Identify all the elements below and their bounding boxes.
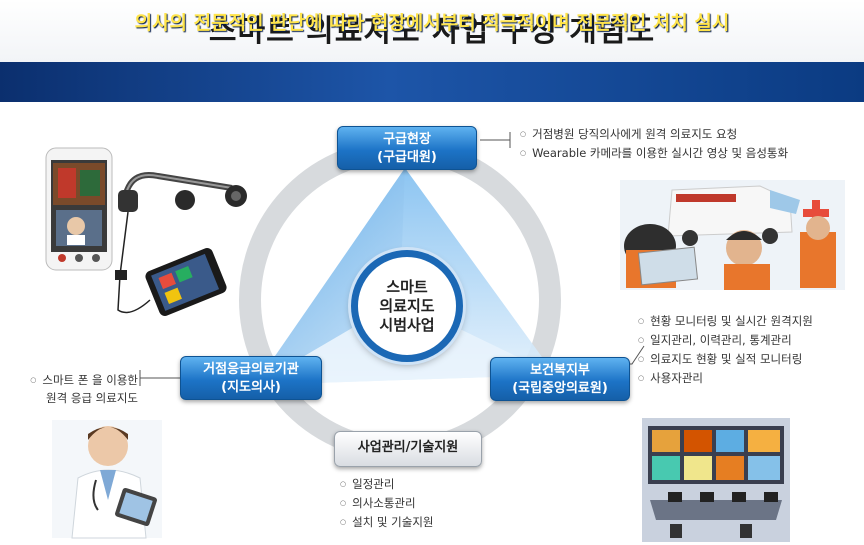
top-bullets: 거점병원 당직의사에게 원격 의료지도 요청 Wearable 카메라를 이용한… [520,125,788,163]
top-bullet-2: Wearable 카메라를 이용한 실시간 영상 및 음성통화 [520,144,788,163]
top-bullet-1: 거점병원 당직의사에게 원격 의료지도 요청 [520,125,788,144]
node-project-management: 사업관리/기술지원 [334,431,482,467]
center-line-2: 의료지도 [379,296,435,315]
node-ministry-title: 보건복지부 [530,363,590,378]
left-note-line-1: ○스마트 폰 을 이용한 [30,373,138,387]
wearable-camera-illustration [115,172,247,314]
right-bullet-1: 현황 모니터링 및 실시간 원격지원 [638,312,813,331]
triangle-left-facet [255,168,405,385]
center-circle: 스마트 의료지도 시범사업 [351,250,463,362]
smartphone-illustration [45,147,113,271]
right-bullet-3: 의료지도 현황 및 실적 모니터링 [638,350,813,369]
control-room-illustration [642,418,790,542]
node-base-hospital-title: 거점응급의료기관 [203,362,299,377]
node-emergency-site-sub: (구급대원) [377,150,437,165]
ambulance-illustration [620,180,845,290]
title-bar [0,0,864,62]
center-line-3: 시범사업 [379,315,435,334]
node-ministry-sub: (국립중앙의료원) [512,381,608,396]
doctor-illustration [52,420,162,539]
bottom-bullet-1: 일정관리 [340,475,433,494]
node-project-management-label: 사업관리/기술지원 [357,440,459,455]
bottom-bullets: 일정관리 의사소통관리 설치 및 기술지원 [340,475,433,532]
node-ministry: 보건복지부 (국립중앙의료원) [490,357,630,401]
node-base-hospital-sub: (지도의사) [221,380,281,395]
center-line-1: 스마트 [386,277,428,296]
node-emergency-site: 구급현장 (구급대원) [337,126,477,170]
left-note: ○스마트 폰 을 이용한 원격 응급 의료지도 [14,371,138,407]
node-emergency-site-title: 구급현장 [383,132,431,147]
left-note-line-2: 원격 응급 의료지도 [46,391,138,405]
smartphone-2-illustration [145,248,227,316]
right-bullets: 현황 모니터링 및 실시간 원격지원 일지관리, 이력관리, 통계관리 의료지도… [638,312,813,388]
node-base-hospital: 거점응급의료기관 (지도의사) [180,356,322,400]
right-bullet-4: 사용자관리 [638,369,813,388]
banner [0,62,864,102]
banner-text: 의사의 전문적인 판단에 따라 현장에서부터 적극적이며 전문적인 처치 실시 [134,12,730,34]
bottom-bullet-2: 의사소통관리 [340,494,433,513]
bottom-bullet-3: 설치 및 기술지원 [340,513,433,532]
page-title: 스마트 의료지도 사업 구성 개념도 [208,14,656,49]
right-bullet-2: 일지관리, 이력관리, 통계관리 [638,331,813,350]
